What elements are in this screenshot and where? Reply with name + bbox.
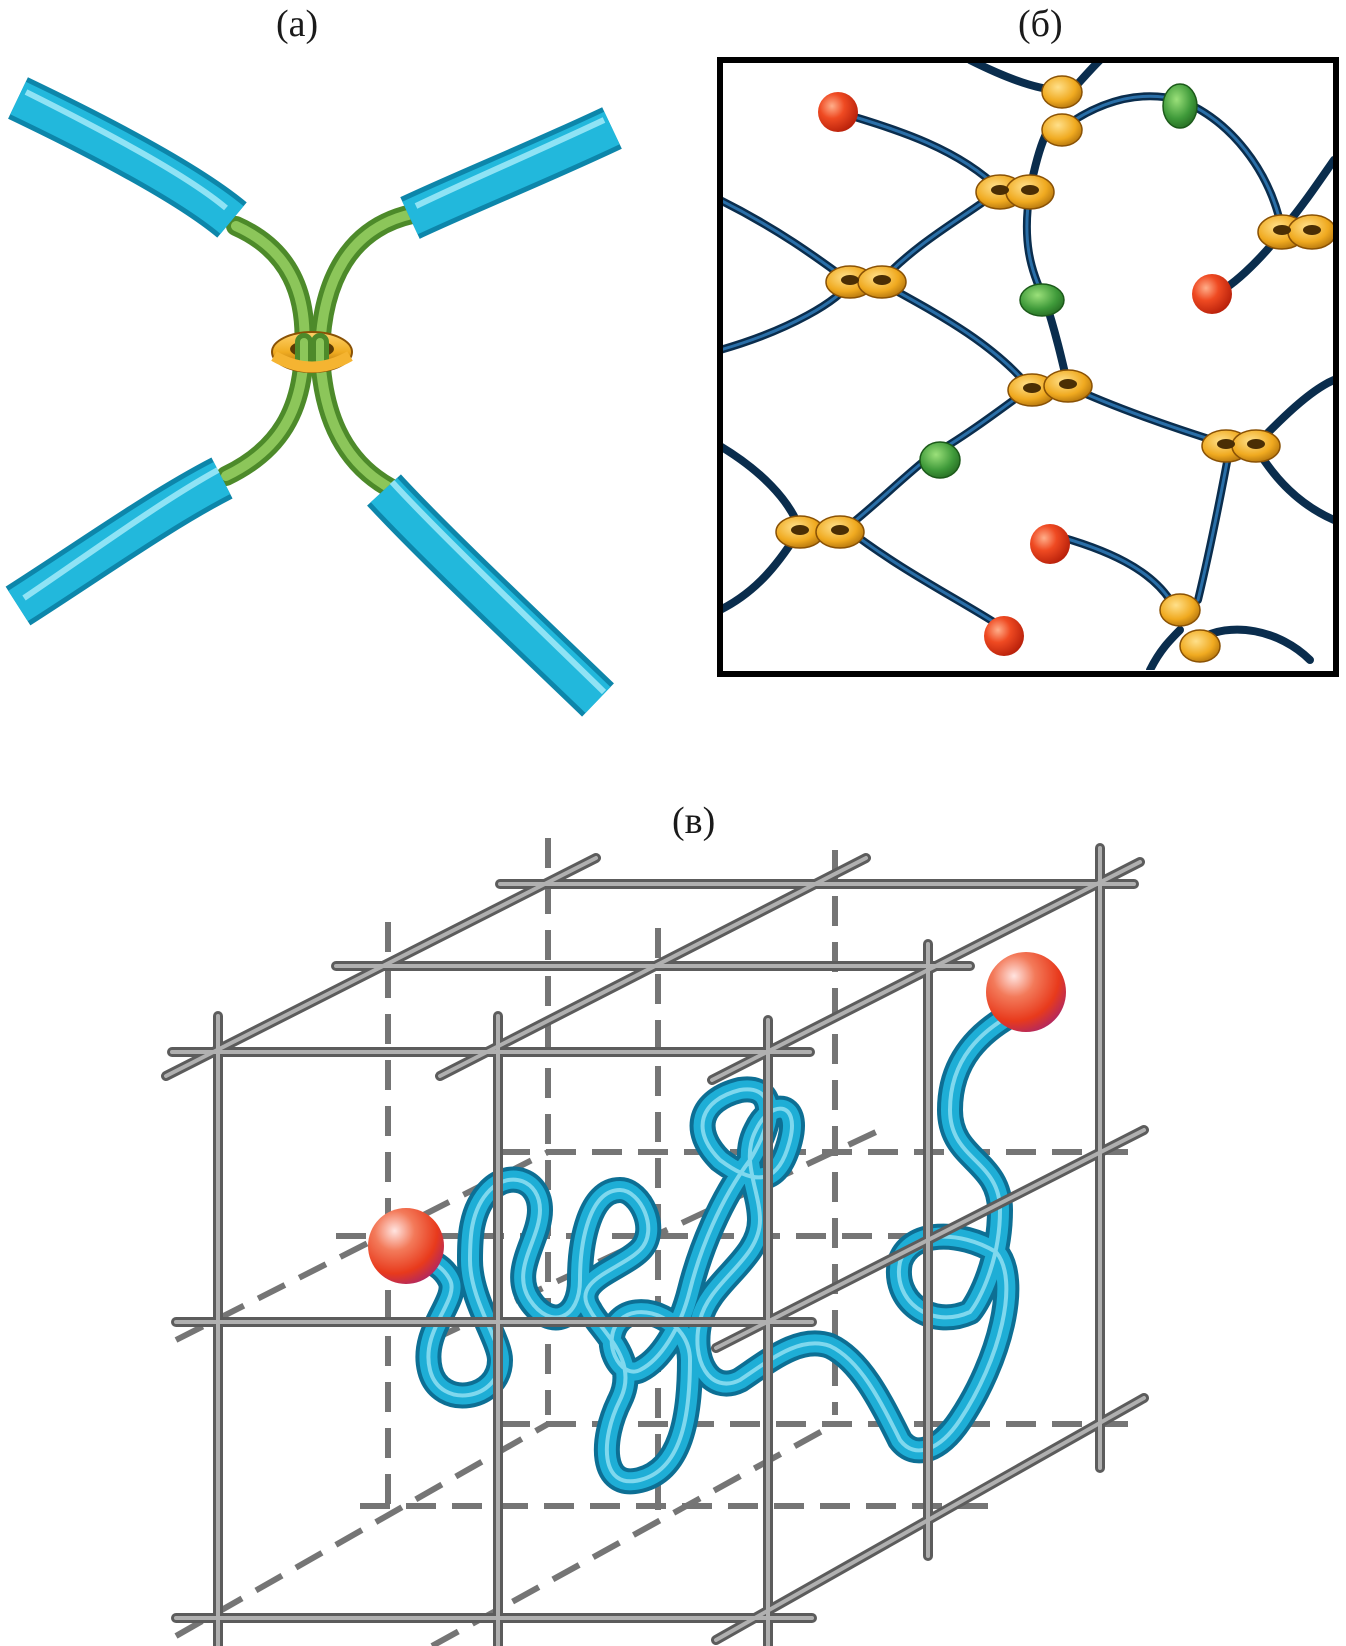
panel-a-figure [5,77,622,717]
coiled-chain [397,997,1033,1495]
panel-v-figure [161,838,1149,1646]
panel-label-b: (б) [1018,3,1063,45]
panel-label-v: (в) [672,800,716,842]
rigid-rods [5,77,622,717]
panel-b-frame [717,57,1339,677]
solid-front-lattice [161,843,1149,1646]
chain-end-beads [368,952,1066,1284]
panel-b-figure [717,57,1339,677]
end-beads [818,92,1232,656]
polymer-network [720,60,1334,670]
central-ring [271,331,353,373]
slip-rings [919,83,1198,479]
panel-label-a: (а) [276,3,319,45]
